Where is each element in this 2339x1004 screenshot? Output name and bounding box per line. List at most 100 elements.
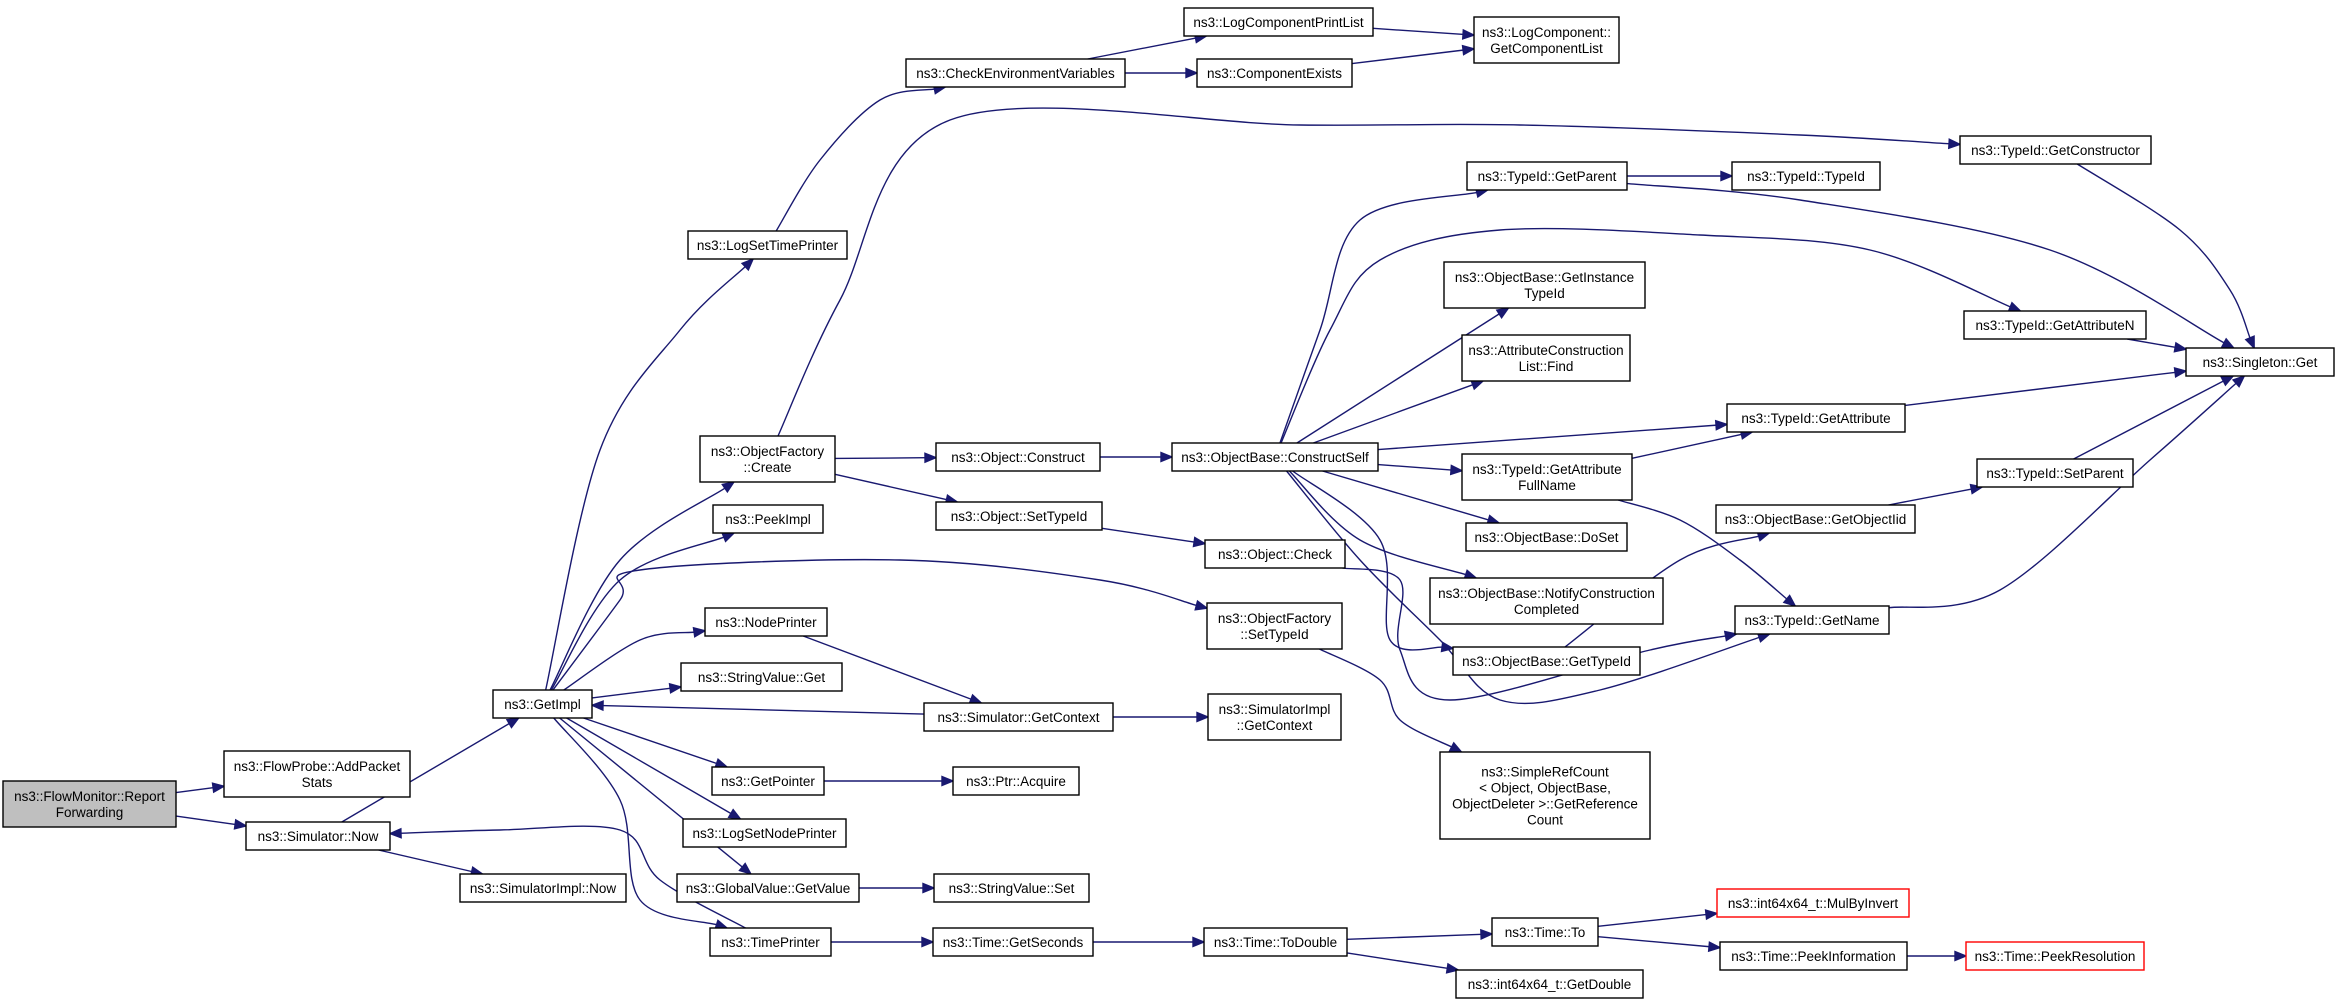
node-simimplgetcontext[interactable]: ns3::SimulatorImpl::GetContext xyxy=(1207,693,1342,741)
node-timetodouble[interactable]: ns3::Time::ToDouble xyxy=(1203,927,1348,957)
node-label-line: Stats xyxy=(302,775,333,790)
edges-layer xyxy=(175,27,2255,974)
edge-typeidgetparent-to-typeidtypeid xyxy=(1627,170,1734,182)
edge-line xyxy=(834,457,927,460)
node-typeidsetparent[interactable]: ns3::TypeId::SetParent xyxy=(1976,458,2134,488)
node-box xyxy=(1726,403,1906,433)
node-objconstruct[interactable]: ns3::Object::Construct xyxy=(935,442,1101,472)
node-box xyxy=(1204,539,1346,569)
node-stringvalueget[interactable]: ns3::StringValue::Get xyxy=(680,662,843,692)
node-label-line: ns3::TypeId::GetConstructor xyxy=(1971,143,2140,158)
node-singletonget[interactable]: ns3::Singleton::Get xyxy=(2185,347,2335,377)
edge-getimpl-to-stringvalueget xyxy=(591,682,683,699)
node-label-line: Forwarding xyxy=(56,805,124,820)
node-box xyxy=(2,780,177,828)
node-label-line: ns3::StringValue::Set xyxy=(949,881,1075,896)
node-logsetnodeprinter[interactable]: ns3::LogSetNodePrinter xyxy=(682,818,847,848)
node-logcomponentprintlist[interactable]: ns3::LogComponentPrintList xyxy=(1183,7,1374,37)
node-objfactorysettypeid[interactable]: ns3::ObjectFactory::SetTypeId xyxy=(1206,602,1343,650)
node-simplerefcount[interactable]: ns3::SimpleRefCount< Object, ObjectBase,… xyxy=(1439,751,1651,840)
node-simgetcontext[interactable]: ns3::Simulator::GetContext xyxy=(923,702,1114,732)
node-globalvaluegetvalue[interactable]: ns3::GlobalValue::GetValue xyxy=(676,873,860,903)
node-label-line: ns3::LogSetTimePrinter xyxy=(697,238,839,253)
node-timeprinter[interactable]: ns3::TimePrinter xyxy=(709,927,832,957)
node-label-line: ns3::TypeId::TypeId xyxy=(1747,169,1865,184)
node-nodeprinter[interactable]: ns3::NodePrinter xyxy=(704,607,828,637)
arrowhead-icon xyxy=(924,452,938,464)
node-box xyxy=(492,689,593,719)
node-objbasenotifyconstructioncompleted[interactable]: ns3::ObjectBase::NotifyConstructionCompl… xyxy=(1429,577,1664,625)
node-label-line: ns3::Object::Construct xyxy=(951,450,1085,465)
node-label-line: ns3::SimpleRefCount xyxy=(1481,765,1609,780)
edge-line xyxy=(1372,27,1465,36)
edge-flowmonitor-to-simnow xyxy=(175,815,248,830)
edge-line xyxy=(175,786,215,794)
node-objbasegettypeid[interactable]: ns3::ObjectBase::GetTypeId xyxy=(1452,646,1641,676)
node-objsettypeid[interactable]: ns3::Object::SetTypeId xyxy=(935,501,1103,531)
edge-line xyxy=(378,849,473,873)
node-box xyxy=(1715,504,1916,534)
edge-getimpl-to-objfactorysettypeid xyxy=(552,558,1209,691)
node-int64mulbyinvert[interactable]: ns3::int64x64_t::MulByInvert xyxy=(1716,888,1910,918)
edge-line xyxy=(775,88,936,232)
node-simnow[interactable]: ns3::Simulator::Now xyxy=(245,821,391,851)
node-simimplnow[interactable]: ns3::SimulatorImpl::Now xyxy=(459,873,627,903)
node-int64getdouble[interactable]: ns3::int64x64_t::GetDouble xyxy=(1455,969,1644,999)
edge-line xyxy=(1346,933,1483,941)
arrowhead-icon xyxy=(590,700,604,712)
node-timegetseconds[interactable]: ns3::Time::GetSeconds xyxy=(932,927,1094,957)
node-checkenv[interactable]: ns3::CheckEnvironmentVariables xyxy=(905,58,1126,88)
node-label-line: ns3::ObjectBase::GetTypeId xyxy=(1462,654,1631,669)
edge-line xyxy=(2073,379,2225,460)
arrowhead-icon xyxy=(1495,307,1511,319)
node-label-line: ns3::ObjectFactory xyxy=(1218,611,1332,626)
node-typeidgetconstructor[interactable]: ns3::TypeId::GetConstructor xyxy=(1959,135,2152,165)
node-logsettimeprinter[interactable]: ns3::LogSetTimePrinter xyxy=(687,230,848,260)
node-timepeekresolution[interactable]: ns3::Time::PeekResolution xyxy=(1965,941,2145,971)
node-getimpl[interactable]: ns3::GetImpl xyxy=(492,689,593,719)
node-box xyxy=(932,927,1094,957)
node-timeto[interactable]: ns3::Time::To xyxy=(1491,917,1599,947)
edge-line xyxy=(1626,182,2226,344)
node-objcheck[interactable]: ns3::Object::Check xyxy=(1204,539,1346,569)
node-objbasegetobjectiid[interactable]: ns3::ObjectBase::GetObjectIid xyxy=(1715,504,1916,534)
node-objfactorycreate[interactable]: ns3::ObjectFactory::Create xyxy=(699,435,836,483)
node-box xyxy=(1959,135,2152,165)
edge-objcheck-to-typeidgetname xyxy=(1342,567,1739,701)
edge-componentexists-to-logcomponentgetlist xyxy=(1351,44,1476,65)
node-stringvalueset[interactable]: ns3::StringValue::Set xyxy=(933,873,1090,903)
node-timepeekinformation[interactable]: ns3::Time::PeekInformation xyxy=(1719,941,1908,971)
node-objbasedoset[interactable]: ns3::ObjectBase::DoSet xyxy=(1465,522,1628,552)
edge-line xyxy=(834,473,948,501)
node-label-line: < Object, ObjectBase, xyxy=(1479,781,1611,796)
node-typeidgetparent[interactable]: ns3::TypeId::GetParent xyxy=(1466,161,1628,191)
node-componentexists[interactable]: ns3::ComponentExists xyxy=(1196,58,1353,88)
node-box xyxy=(1461,334,1631,382)
node-objbaseconstructself[interactable]: ns3::ObjectBase::ConstructSelf xyxy=(1171,442,1379,472)
node-getpointer[interactable]: ns3::GetPointer xyxy=(711,766,825,796)
node-label-line: ns3::StringValue::Get xyxy=(698,670,826,685)
edge-objfactorycreate-to-typeidgetconstructor xyxy=(777,107,1962,437)
node-label-line: ns3::TypeId::SetParent xyxy=(1986,466,2124,481)
node-box xyxy=(1171,442,1379,472)
arrowhead-icon xyxy=(922,882,936,894)
node-typeidtypeid[interactable]: ns3::TypeId::TypeId xyxy=(1731,161,1881,191)
node-peekimpl[interactable]: ns3::PeekImpl xyxy=(712,504,824,534)
node-label-line: ::SetTypeId xyxy=(1240,627,1308,642)
node-box xyxy=(245,821,391,851)
node-box xyxy=(223,750,411,798)
arrowhead-icon xyxy=(388,827,402,839)
node-box xyxy=(1976,458,2134,488)
edge-line xyxy=(1377,463,1453,471)
node-logcomponentgetlist[interactable]: ns3::LogComponent::GetComponentList xyxy=(1473,16,1620,64)
node-typeidgetattributen[interactable]: ns3::TypeId::GetAttributeN xyxy=(1963,310,2147,340)
node-typeidgetname[interactable]: ns3::TypeId::GetName xyxy=(1734,605,1890,635)
node-ptracquire[interactable]: ns3::Ptr::Acquire xyxy=(952,766,1080,796)
arrowhead-icon xyxy=(1448,741,1464,753)
node-typeidgetattribute[interactable]: ns3::TypeId::GetAttribute xyxy=(1726,403,1906,433)
